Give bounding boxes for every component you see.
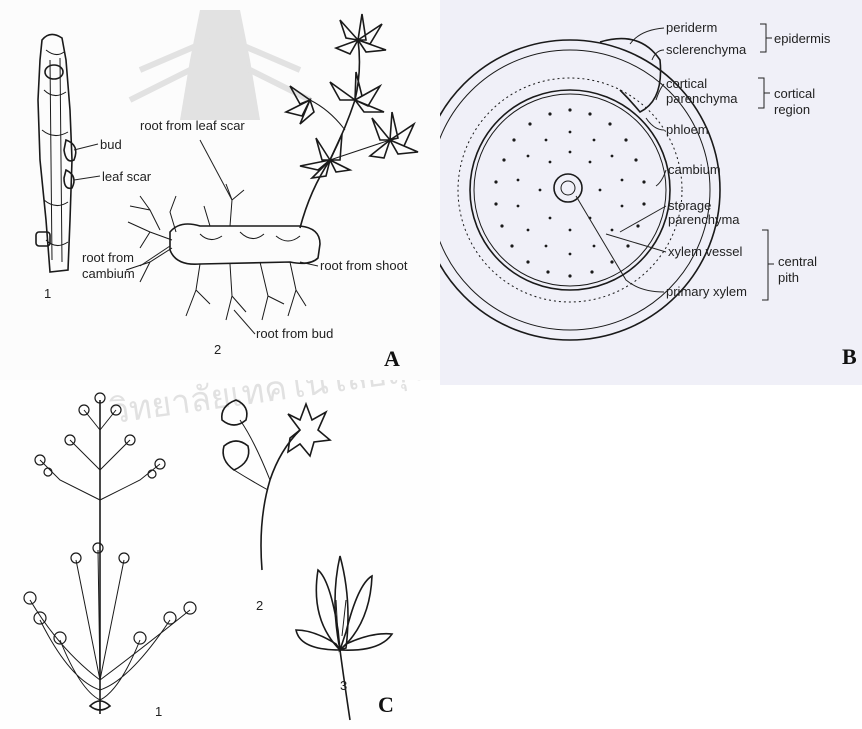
label-cambium: cambium xyxy=(668,162,721,177)
watermark-text: วิทยาลัยเทคโนโลยีสุรนารี xyxy=(108,380,440,432)
panel-b-drawing: periderm sclerenchyma epidermis cortical… xyxy=(440,0,862,385)
label-storage-parenchyma-line2: parenchyma xyxy=(668,212,740,227)
label-phloem: phloem xyxy=(666,122,709,137)
fig-a1-number: 1 xyxy=(44,286,51,301)
panel-c-inflorescence: วิทยาลัยเทคโนโลยีสุรนารี 1 xyxy=(0,380,440,729)
label-cortical-region-line2: region xyxy=(774,102,810,117)
xylem-dots xyxy=(494,108,645,277)
fig-a2-number: 2 xyxy=(214,342,221,357)
label-bud: bud xyxy=(100,137,122,152)
label-central-pith-line1: central xyxy=(778,254,817,269)
fig-c3-number: 3 xyxy=(340,678,347,693)
label-xylem-vessel: xylem vessel xyxy=(668,244,743,259)
label-primary-xylem: primary xylem xyxy=(666,284,747,299)
panel-a-stem-cutting: 1 bud leaf scar 2 xyxy=(0,0,440,380)
panel-b-letter: B xyxy=(842,344,857,369)
label-sclerenchyma: sclerenchyma xyxy=(666,42,747,57)
label-root-from-leaf-scar: root from leaf scar xyxy=(140,118,245,133)
panel-c-drawing: วิทยาลัยเทคโนโลยีสุรนารี 1 xyxy=(0,380,440,729)
panel-c-letter: C xyxy=(378,692,394,717)
label-cortical-region-line1: cortical xyxy=(774,86,815,101)
panel-a-letter: A xyxy=(384,346,400,371)
label-root-from-bud: root from bud xyxy=(256,326,333,341)
stem-cutting-illustration xyxy=(36,34,76,272)
fig-c2-number: 2 xyxy=(256,598,263,613)
label-root-from-cambium-line2: cambium xyxy=(82,266,135,281)
label-cortical-parenchyma-line1: cortical xyxy=(666,76,707,91)
label-leaf-scar: leaf scar xyxy=(102,169,152,184)
watermark-emblem xyxy=(130,10,310,120)
panel-b-root-cross-section: periderm sclerenchyma epidermis cortical… xyxy=(440,0,862,385)
flower-branch-illustration xyxy=(222,400,330,570)
label-root-from-cambium-line1: root from xyxy=(82,250,134,265)
label-storage-parenchyma-line1: storage xyxy=(668,198,711,213)
fig-c1-number: 1 xyxy=(155,704,162,719)
label-central-pith-line2: pith xyxy=(778,270,799,285)
label-cortical-parenchyma-line2: parenchyma xyxy=(666,91,738,106)
label-root-from-shoot: root from shoot xyxy=(320,258,408,273)
flower-buds xyxy=(24,393,196,644)
panicle-illustration xyxy=(24,393,196,714)
panel-a-drawing: 1 bud leaf scar 2 xyxy=(0,0,440,380)
label-epidermis: epidermis xyxy=(774,31,831,46)
label-periderm: periderm xyxy=(666,20,717,35)
